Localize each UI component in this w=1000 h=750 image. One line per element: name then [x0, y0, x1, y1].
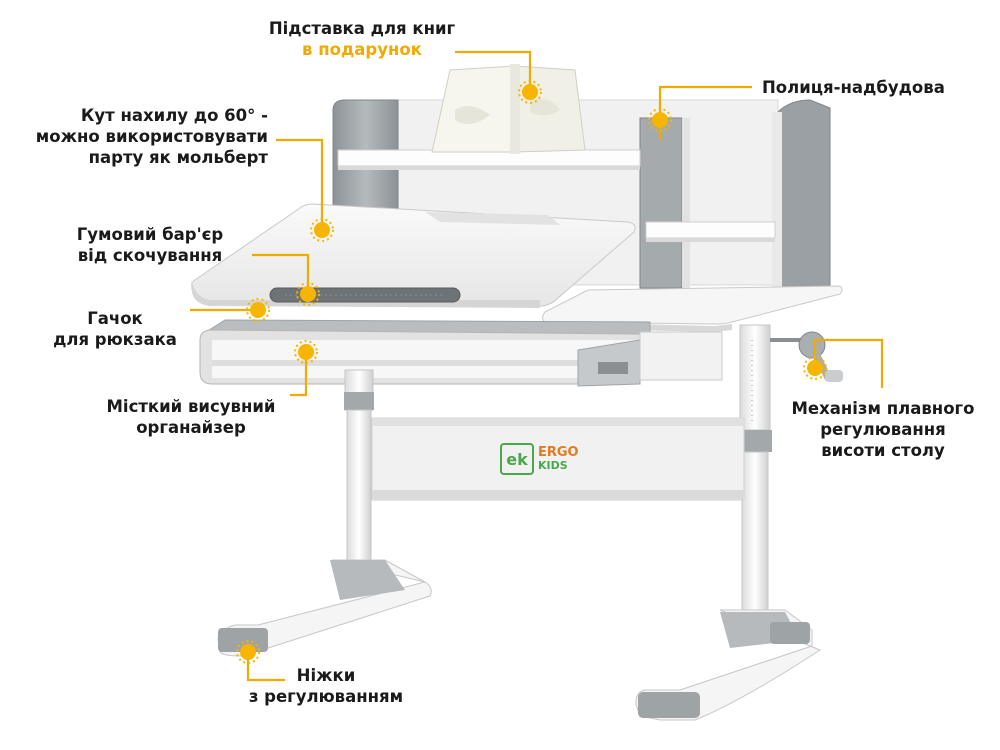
marker-barrier	[296, 282, 320, 306]
marker-organizer	[294, 340, 318, 364]
label-book-stand: Підставка для книг в подарунок	[268, 19, 456, 59]
label-mechanism: Механізм плавного регулювання висоти сто…	[791, 399, 975, 460]
left-leg	[217, 369, 432, 657]
brand-word-ergo: ERGO	[538, 445, 579, 460]
label-barrier: Гумовий бар'єр від скочування	[76, 225, 224, 265]
marker-shelf	[648, 108, 672, 132]
drawer	[199, 319, 723, 387]
marker-mechanism	[803, 356, 827, 380]
label-legs: Ніжки з регулюванням	[248, 666, 404, 706]
label-tilt: Кут нахилу до 60° - можно використовуват…	[35, 106, 268, 167]
label-hook: Гачок для рюкзака	[53, 309, 177, 349]
brand-logo: ek ERGO KIDS	[500, 443, 579, 475]
right-leg	[635, 324, 822, 721]
marker-hook	[246, 298, 270, 322]
crossbar	[371, 417, 745, 501]
brand-mark: ek	[500, 443, 534, 475]
label-organizer: Місткий висувний органайзер	[106, 397, 276, 437]
brand-word-kids: KIDS	[538, 459, 568, 472]
marker-legs	[236, 640, 260, 664]
marker-book-stand	[518, 80, 542, 104]
marker-tilt	[310, 218, 334, 242]
label-shelf: Полиця-надбудова	[762, 78, 945, 97]
markers	[236, 80, 827, 664]
book-stand	[431, 64, 586, 154]
